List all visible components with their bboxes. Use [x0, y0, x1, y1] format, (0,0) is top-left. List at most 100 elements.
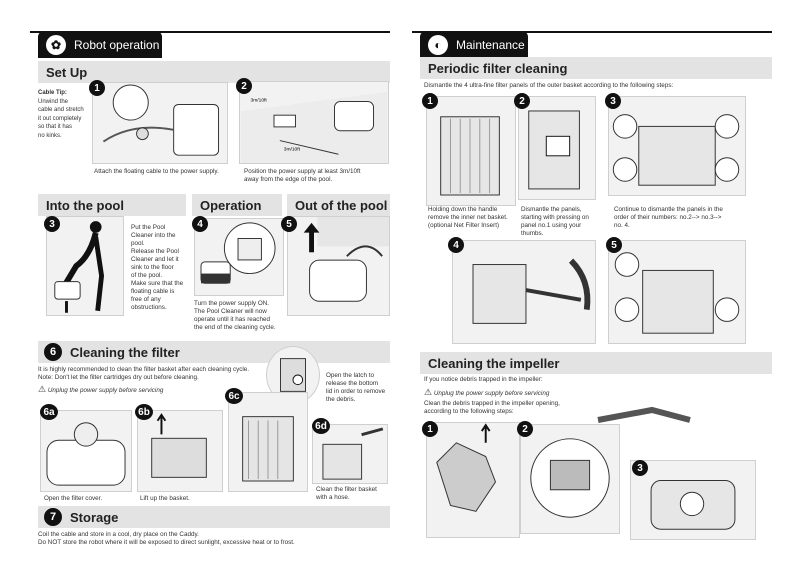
impeller-step-2: 2 [517, 421, 533, 437]
latch-text: Open the latch to release the bottom lid… [326, 372, 396, 404]
filter-6b-illustration [137, 410, 223, 492]
periodic-caption-2: Dismantle the panels, starting with pres… [521, 206, 605, 238]
into-pool-line: Make sure that the [131, 280, 184, 287]
impeller-line: Clean the debris trapped in the impeller… [424, 400, 560, 407]
periodic-step-2: 2 [514, 93, 530, 109]
caption-6d: Clean the filter basket with a hose. [316, 486, 396, 502]
storage-line: Do NOT store the robot where it will be … [38, 539, 295, 546]
out-pool-illustration [287, 216, 390, 316]
section-number-7: 7 [44, 508, 62, 526]
periodic-caption-line: no. 4. [614, 222, 630, 229]
periodic-caption-3: Continue to dismantle the panels in the … [614, 206, 754, 230]
right-header-rule [412, 31, 772, 33]
operation-illustration [194, 218, 284, 296]
impeller-text: Clean the debris trapped in the impeller… [424, 400, 724, 416]
setup-step1-caption: Attach the floating cable to the power s… [94, 168, 219, 175]
into-pool-line: sink to the floor [131, 264, 174, 271]
left-header-rule [30, 31, 390, 33]
warning-text: Unplug the power supply before servicing [47, 387, 164, 394]
periodic-caption-line: thumbs. [521, 230, 544, 237]
impeller-step2-illustration [520, 424, 620, 534]
periodic-step1-illustration [426, 96, 516, 206]
section-number-6: 6 [44, 343, 62, 361]
cleaning-filter-warning: ⚠ Unplug the power supply before servici… [38, 385, 238, 395]
cable-tip-line: no kinks. [38, 132, 62, 139]
step-number-2: 2 [236, 78, 252, 94]
caption-6d-line: Clean the filter basket [316, 486, 377, 493]
setup-band: Set Up [38, 61, 390, 83]
latch-line: Open the latch to [326, 372, 374, 379]
step2-label-a: 3m/10ft [251, 98, 268, 104]
latch-line: lid in order to remove [326, 388, 386, 395]
impeller-line1: If you notice debris trapped in the impe… [424, 376, 543, 383]
periodic-caption-line: remove the inner net basket. [428, 214, 508, 221]
step-6d: 6d [312, 418, 330, 434]
step2-caption-line: Position the power supply at least 3m/10… [244, 168, 361, 175]
filter-6a-illustration [40, 410, 132, 492]
operation-text: Turn the power supply ON. The Pool Clean… [194, 300, 294, 332]
operation-line: Turn the power supply ON. [194, 300, 270, 307]
into-pool-line: Release the Pool [131, 248, 179, 255]
periodic-caption-line: Dismantle the panels, [521, 206, 582, 213]
caption-6d-line: with a hose. [316, 494, 350, 501]
periodic-caption-line: starting with pressing on [521, 214, 589, 221]
step-6c: 6c [225, 388, 243, 404]
into-pool-line: Put the Pool [131, 224, 166, 231]
cleaning-filter-line: It is highly recommended to clean the fi… [38, 366, 250, 373]
left-header-tab: ✿ Robot operation [38, 31, 162, 58]
into-pool-line: floating cable is [131, 288, 175, 295]
cable-tip-line: Unwind the [38, 98, 69, 105]
periodic-step-1: 1 [422, 93, 438, 109]
cleaning-filter-text: It is highly recommended to clean the fi… [38, 366, 278, 382]
impeller-band: Cleaning the impeller [420, 352, 772, 374]
impeller-step-3: 3 [632, 460, 648, 476]
impeller-brush-illustration [592, 390, 696, 434]
warning-icon: ⚠ [38, 384, 47, 394]
periodic-band: Periodic filter cleaning [420, 57, 772, 79]
periodic-intro: Dismantle the 4 ultra-fine filter panels… [424, 82, 674, 89]
storage-line: Coil the cable and store in a cool, dry … [38, 531, 199, 538]
into-pool-line: Cleaner and let it [131, 256, 179, 263]
left-header-title: Robot operation [74, 37, 160, 52]
warning-icon: ⚠ [424, 387, 433, 397]
setup-step2-illustration: 3m/10ft 3m/10ft [239, 81, 389, 164]
periodic-caption-1: Holding down the handle remove the inner… [428, 206, 520, 230]
step2-label-b: 3m/10ft [284, 146, 301, 152]
operation-band: Operation [192, 194, 282, 216]
impeller-line: according to the following steps: [424, 408, 514, 415]
operation-line: the end of the cleaning cycle. [194, 324, 276, 331]
right-header-title: Maintenance [456, 37, 525, 52]
periodic-step-3: 3 [605, 93, 621, 109]
step-number-1: 1 [89, 80, 105, 96]
setup-step2-caption: Position the power supply at least 3m/10… [244, 168, 394, 184]
impeller-step1-illustration [426, 422, 520, 538]
periodic-caption-line: order of their numbers: no.2--> no.3--> [614, 214, 722, 221]
periodic-caption-line: panel no.1 using your [521, 222, 582, 229]
into-pool-line: Cleaner into the [131, 232, 176, 239]
caption-6b: Lift up the basket. [140, 495, 190, 502]
into-pool-line: obstructions. [131, 304, 167, 311]
cleaning-filter-title: Cleaning the filter [70, 344, 180, 360]
into-pool-band: Into the pool [38, 194, 186, 216]
right-header-tab: ◐ Maintenance [420, 31, 528, 58]
maintenance-icon: ◐ [428, 34, 448, 55]
filter-6d-illustration [312, 424, 388, 484]
periodic-step-4: 4 [448, 237, 464, 253]
impeller-warning: ⚠ Unplug the power supply before servici… [424, 388, 624, 398]
storage-band: 7 Storage [38, 506, 390, 528]
cable-tip-title: Cable Tip: [38, 90, 67, 96]
periodic-caption-line: Holding down the handle [428, 206, 498, 213]
cable-tip-line: it out completely [38, 115, 82, 122]
impeller-step-1: 1 [422, 421, 438, 437]
step2-caption-line: away from the edge of the pool. [244, 176, 333, 183]
cleaning-filter-line: Note: Don't let the filter cartridges dr… [38, 374, 199, 381]
setup-step1-illustration [92, 82, 228, 164]
cable-tip-line: so that it has [38, 124, 73, 130]
periodic-caption-line: Continue to dismantle the panels in the [614, 206, 723, 213]
storage-title: Storage [70, 509, 119, 525]
into-pool-illustration [46, 216, 124, 316]
periodic-step4-illustration [452, 240, 596, 344]
warning-text: Unplug the power supply before servicing [433, 390, 550, 397]
step-number-3: 3 [44, 216, 60, 232]
storage-text: Coil the cable and store in a cool, dry … [38, 531, 378, 547]
